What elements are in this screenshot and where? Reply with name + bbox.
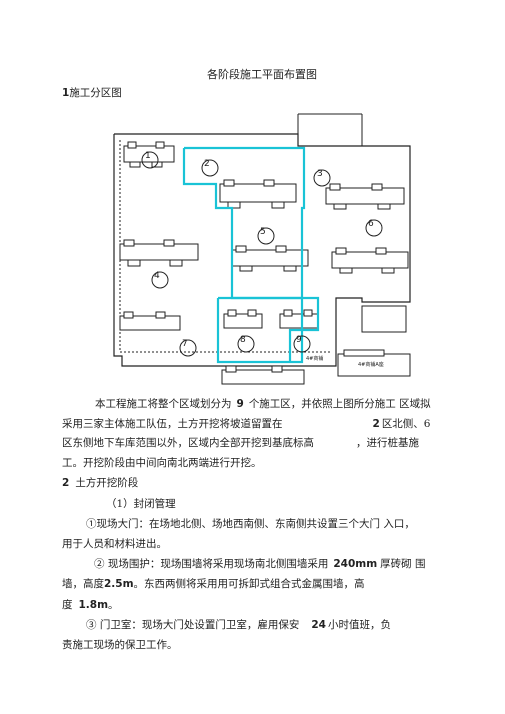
- zone-number-8: 8: [240, 335, 246, 345]
- text-run: 本工程施工将整个区域划分为: [95, 398, 232, 410]
- section-1-title: 施工分区图: [69, 87, 122, 99]
- text-run: ③ 门卫室：现场大门处设置门卫室，雇用保安: [86, 619, 300, 631]
- text-run: 采用三家主体施工队伍，土方开挖将坡道留置在: [62, 418, 283, 430]
- zone-ref: 2: [372, 418, 380, 430]
- paragraph-1-line-1: 本工程施工将整个区域划分为 9 个施工区，并依照上图所分施工 区域拟: [95, 397, 431, 411]
- zone-number-4: 4: [154, 271, 160, 281]
- subheading-closed-management: （1）封闭管理: [106, 498, 176, 510]
- zone-number-5: 5: [260, 227, 266, 237]
- text-run: 区东侧地下车库范围以外，区域内全部开挖到基底标高: [62, 437, 314, 449]
- building-label-small: 4#商铺: [306, 355, 323, 362]
- section-1-heading: 1施工分区图: [62, 86, 122, 100]
- building-block: [119, 239, 199, 267]
- text-run: 。东西两侧将采用用可拆卸式组合式金属围墙，高: [133, 578, 365, 590]
- building-label-right: 4#商铺A座: [358, 361, 384, 368]
- item-1-line-2: 用于人员和材料进出。: [62, 538, 167, 550]
- section-2-heading: 2 土方开挖阶段: [62, 476, 138, 490]
- item-2-line-2: 墙，高度2.5m。东西两侧将采用用可拆卸式组合式金属围墙，高: [62, 577, 365, 591]
- wall-thickness: 240mm: [333, 558, 378, 570]
- paragraph-1-line-4: 工。开挖阶段由中间向南北两端进行开挖。: [62, 457, 262, 469]
- section-1-number: 1: [62, 87, 70, 99]
- site-boundary: [113, 133, 411, 367]
- fence-height: 1.8m: [78, 599, 109, 611]
- text-run: 小时值班，负: [327, 619, 391, 631]
- text-run: 个施工区，并依照上图所分施工 区域拟: [248, 398, 431, 410]
- building-block: [221, 365, 305, 385]
- text-run: 区北侧、6: [381, 418, 431, 430]
- section-2-title: 土方开挖阶段: [75, 477, 139, 489]
- zone-number-6: 6: [368, 219, 374, 229]
- zone-outline: [216, 296, 304, 364]
- zone-number-1: 1: [145, 151, 151, 161]
- building-block: [361, 305, 407, 333]
- construction-zoning-site-plan: 1 2 3 4 5 6 7 8 9 4#商铺 4#商铺A座: [113, 113, 411, 385]
- zone-number-9: 9: [296, 335, 302, 345]
- document-title: 各阶段施工平面布置图: [207, 68, 317, 81]
- guard-hours: 24: [311, 619, 326, 631]
- building-block: [219, 179, 297, 209]
- building-block: [223, 309, 263, 329]
- zone-number-2: 2: [204, 159, 210, 169]
- building-block: [231, 245, 309, 272]
- item-2-line-3: 度 1.8m。: [62, 598, 119, 612]
- zone-outline: [288, 296, 320, 362]
- text-run: ② 现场围护：现场围墙将采用现场南北侧围墙采用: [94, 558, 329, 570]
- building-block: [119, 311, 181, 331]
- text-run: ，进行桩基施: [356, 437, 419, 449]
- building-block: [331, 247, 409, 274]
- zone-count: 9: [236, 398, 244, 410]
- site-boundary-inner: [119, 140, 330, 353]
- text-run: 。: [108, 599, 119, 611]
- building-block: [337, 349, 411, 377]
- paragraph-1-line-3: 区东侧地下车库范围以外，区域内全部开挖到基底标高 ，进行桩基施: [62, 436, 419, 450]
- wall-height: 2.5m: [104, 578, 134, 590]
- building-block: [279, 309, 319, 329]
- building-block: [325, 183, 405, 210]
- item-3-line-2: 责施工现场的保卫工作。: [62, 639, 178, 651]
- text-run: 度: [62, 599, 73, 611]
- text-run: 墙，高度: [62, 578, 104, 590]
- text-run: 厚砖砌 围: [380, 558, 426, 570]
- zone-number-7: 7: [182, 339, 188, 349]
- item-1-line-1: ①现场大门：在场地北侧、场地西南侧、东南侧共设置三个大门 入口，: [86, 518, 415, 530]
- section-2-number: 2: [62, 477, 70, 489]
- zone-number-3: 3: [317, 169, 323, 179]
